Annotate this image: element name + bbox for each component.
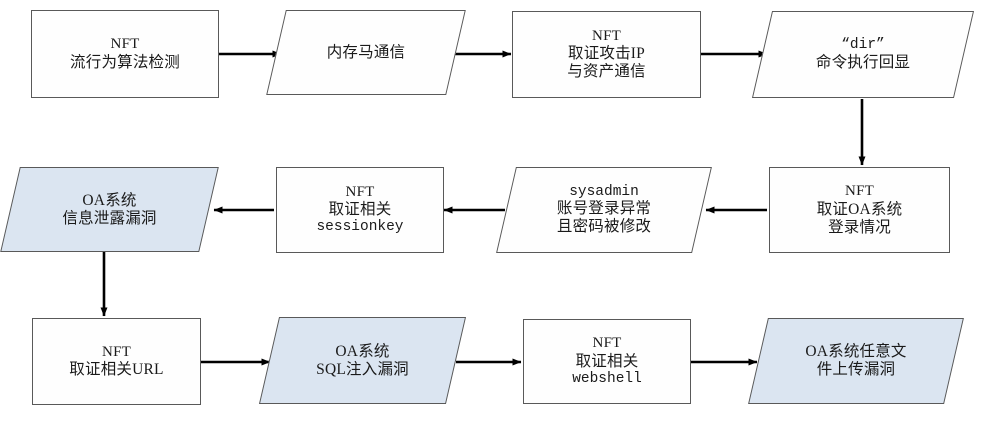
node-shape-rectangle (276, 167, 444, 253)
node-forensics-sessionkey[interactable]: NFT 取证相关 sessionkey (276, 167, 444, 253)
node-label-line: NFT (345, 183, 375, 200)
node-label-line: “dir” (841, 37, 885, 54)
node-label-line: 命令执行回显 (815, 53, 911, 71)
node-label-line: 取证相关 (328, 201, 392, 219)
node-shape-rectangle (31, 10, 219, 98)
node-shape-rectangle (523, 319, 691, 404)
node-label-line: 账号登录异常 (556, 200, 652, 218)
node-label-line: 取证相关URL (69, 361, 164, 379)
node-label-line: 且密码被修改 (556, 218, 652, 236)
node-label-line: NFT (592, 335, 622, 352)
node-shape-rectangle (32, 318, 201, 405)
node-label-line: 登录情况 (828, 218, 891, 236)
node-label-line: 取证相关 (575, 352, 639, 370)
node-oa-arbitrary-file-upload-vuln[interactable]: OA系统任意文 件上传漏洞 (748, 318, 964, 404)
node-label-line: webshell (572, 370, 642, 387)
node-forensics-webshell[interactable]: NFT 取证相关 webshell (523, 319, 691, 404)
node-dir-command-echo[interactable]: “dir” 命令执行回显 (751, 11, 975, 98)
node-label-line: OA系统任意文 (805, 343, 907, 361)
node-label-line: 与资产通信 (567, 63, 646, 81)
node-sysadmin-abnormal-login[interactable]: sysadmin 账号登录异常 且密码被修改 (496, 167, 712, 253)
node-label-line: 取证OA系统 (816, 200, 903, 218)
node-label-line: 内存马通信 (326, 43, 406, 61)
node-label-line: OA系统 (82, 191, 137, 209)
node-label-line: NFT (845, 183, 874, 200)
node-memory-trojan-comm[interactable]: 内存马通信 (266, 10, 466, 95)
node-label-line: 取证攻击IP (568, 45, 645, 63)
node-label-line: 件上传漏洞 (816, 361, 896, 378)
node-label-line: SQL注入漏洞 (316, 360, 409, 378)
node-label-line: 信息泄露漏洞 (62, 209, 157, 227)
node-forensics-oa-login[interactable]: NFT 取证OA系统 登录情况 (769, 167, 950, 253)
node-shape-rectangle (769, 167, 950, 253)
node-forensics-attack-ip[interactable]: NFT 取证攻击IP 与资产通信 (512, 11, 701, 98)
node-oa-sql-injection-vuln[interactable]: OA系统 SQL注入漏洞 (258, 317, 467, 404)
node-label-line: NFT (102, 343, 131, 360)
node-forensics-related-url[interactable]: NFT 取证相关URL (32, 318, 201, 405)
node-label-line: sessionkey (316, 219, 404, 236)
node-nft-behavior-detection[interactable]: NFT 流行为算法检测 (31, 10, 219, 98)
node-label-line: NFT (592, 27, 621, 44)
node-label-line: sysadmin (569, 183, 639, 200)
node-shape-rectangle (512, 11, 701, 98)
node-label-line: OA系统 (335, 342, 390, 360)
node-oa-info-leak-vuln[interactable]: OA系统 信息泄露漏洞 (0, 167, 219, 252)
node-label-line: NFT (110, 36, 140, 53)
node-label-line: 流行为算法检测 (70, 53, 180, 71)
